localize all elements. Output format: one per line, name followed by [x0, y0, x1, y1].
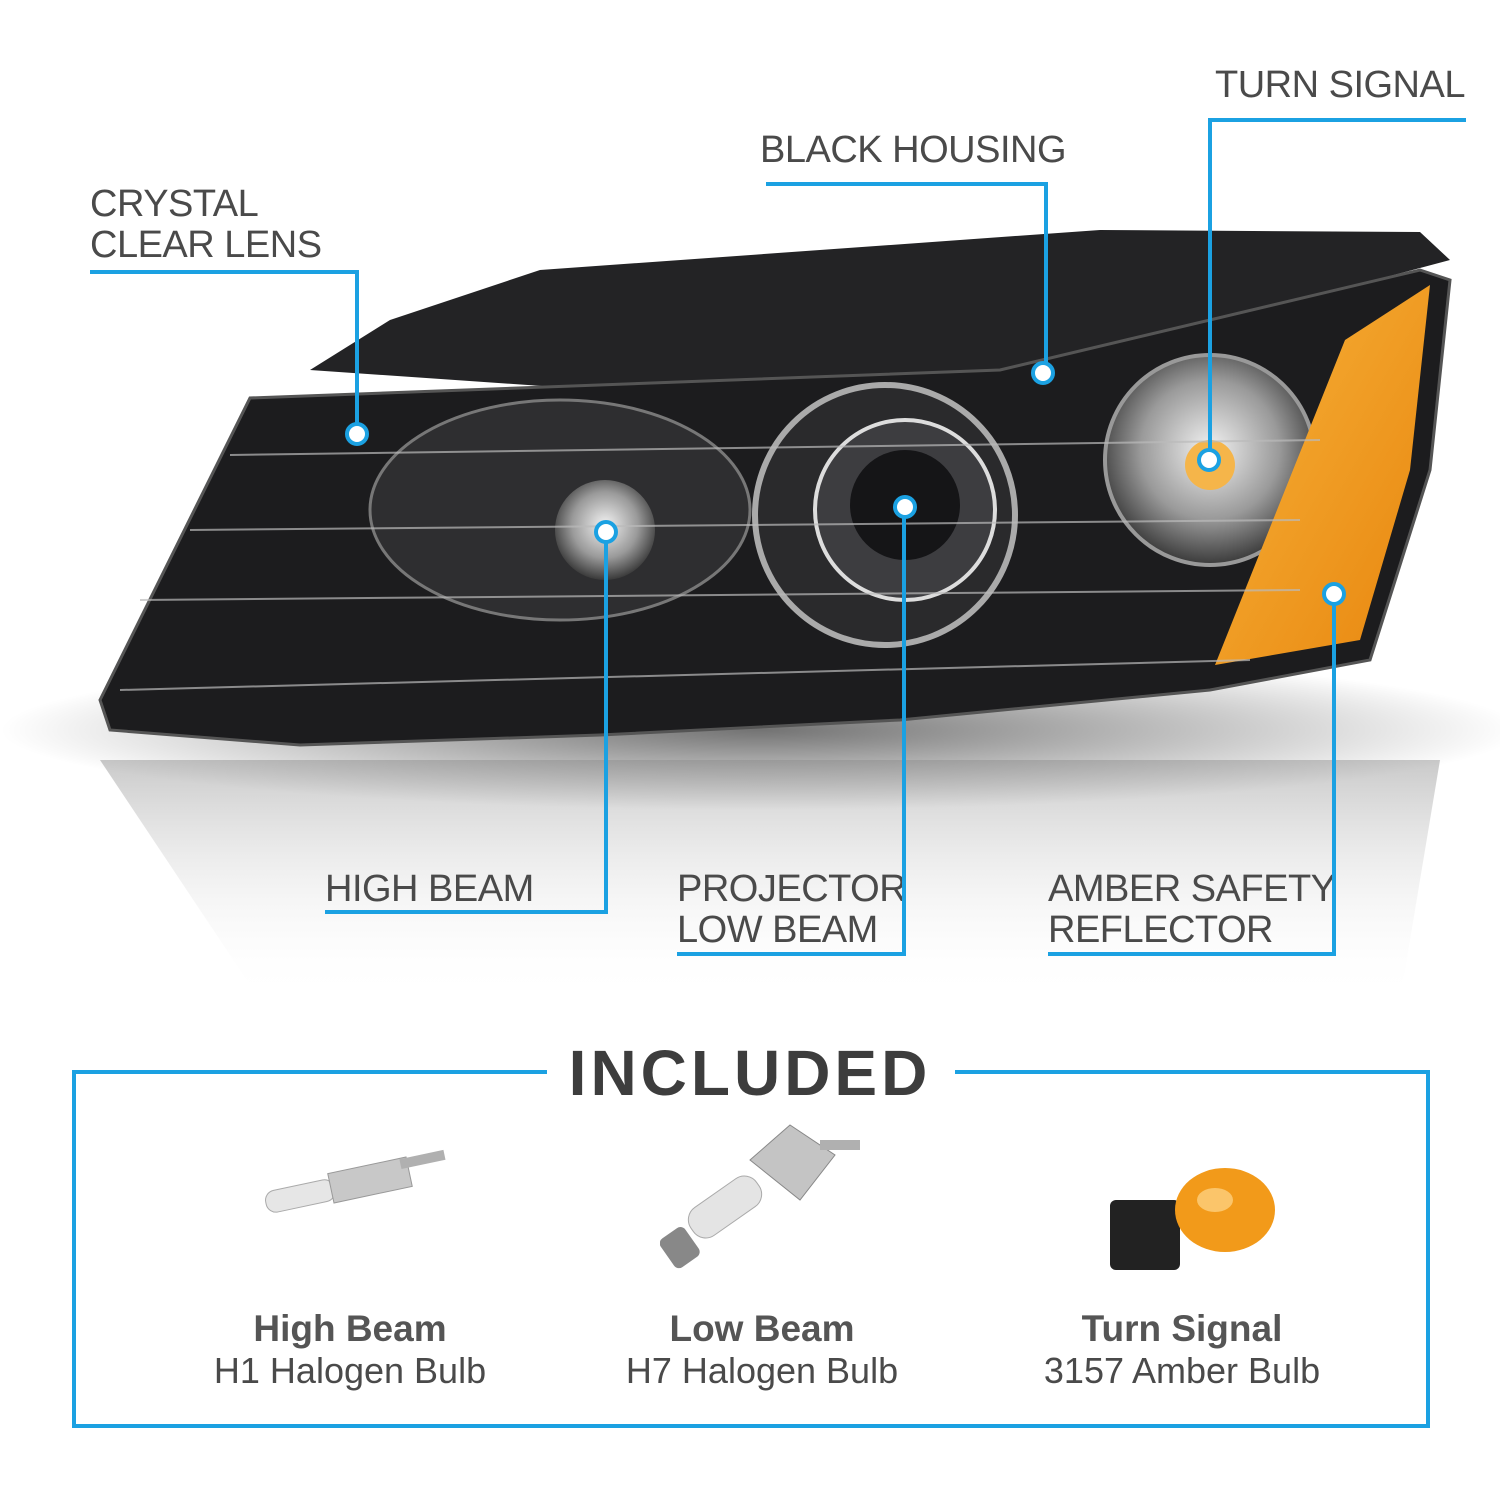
box-border — [72, 1070, 547, 1074]
callout-line — [355, 270, 359, 434]
callout-line — [902, 507, 906, 956]
included-box — [72, 1072, 1430, 1428]
callout-dot — [1322, 582, 1346, 606]
callout-line — [1208, 118, 1212, 460]
item-subtitle: 3157 Amber Bulb — [1043, 1350, 1321, 1391]
label-line: CRYSTAL — [90, 183, 259, 225]
included-title: INCLUDED — [568, 1037, 932, 1109]
label-line: AMBER SAFETY — [1048, 868, 1336, 910]
callout-line — [1044, 182, 1048, 373]
callout-dot — [893, 495, 917, 519]
callout-amber-label: AMBER SAFETY REFLECTOR — [1048, 869, 1336, 951]
callout-line — [325, 910, 608, 914]
callout-lens-label: CRYSTAL CLEAR LENS — [90, 184, 322, 266]
headlight-image — [0, 230, 1500, 1000]
headlight-reflection — [100, 760, 1440, 1000]
h1-bulb-icon — [265, 1149, 446, 1213]
callout-dot — [345, 422, 369, 446]
item-title: Turn Signal — [1081, 1308, 1283, 1349]
callout-dot — [594, 520, 618, 544]
label-line: LOW BEAM — [677, 909, 878, 951]
included-item-low-beam: Low Beam H7 Halogen Bulb — [552, 1308, 972, 1392]
callout-line — [1048, 952, 1336, 956]
callout-line — [677, 952, 906, 956]
amber-reflector — [1215, 285, 1430, 665]
callout-turn-signal-label: TURN SIGNAL — [1215, 64, 1465, 106]
item-subtitle: H7 Halogen Bulb — [625, 1350, 899, 1391]
item-subtitle: H1 Halogen Bulb — [213, 1350, 487, 1391]
label-line: PROJECTOR — [677, 868, 907, 910]
callout-housing-label: BLACK HOUSING — [760, 129, 1067, 171]
callout-line — [604, 532, 608, 914]
callout-dot — [1197, 448, 1221, 472]
included-item-high-beam: High Beam H1 Halogen Bulb — [140, 1308, 560, 1392]
label-line: REFLECTOR — [1048, 909, 1273, 951]
box-border — [955, 1070, 1430, 1074]
label-line: CLEAR LENS — [90, 224, 322, 266]
callout-line — [1332, 594, 1336, 956]
item-title: Low Beam — [669, 1308, 855, 1349]
included-item-turn-signal: Turn Signal 3157 Amber Bulb — [972, 1308, 1392, 1392]
callout-dot — [1031, 361, 1055, 385]
callout-high-beam-label: HIGH BEAM — [325, 868, 534, 910]
3157-bulb-icon — [1110, 1168, 1275, 1270]
h7-bulb-icon — [660, 1124, 860, 1269]
callout-line — [766, 182, 1048, 186]
item-title: High Beam — [253, 1308, 447, 1349]
callout-line — [90, 270, 359, 274]
callout-line — [1208, 118, 1466, 122]
callout-projector-label: PROJECTOR LOW BEAM — [677, 868, 907, 951]
housing-top — [310, 230, 1450, 390]
